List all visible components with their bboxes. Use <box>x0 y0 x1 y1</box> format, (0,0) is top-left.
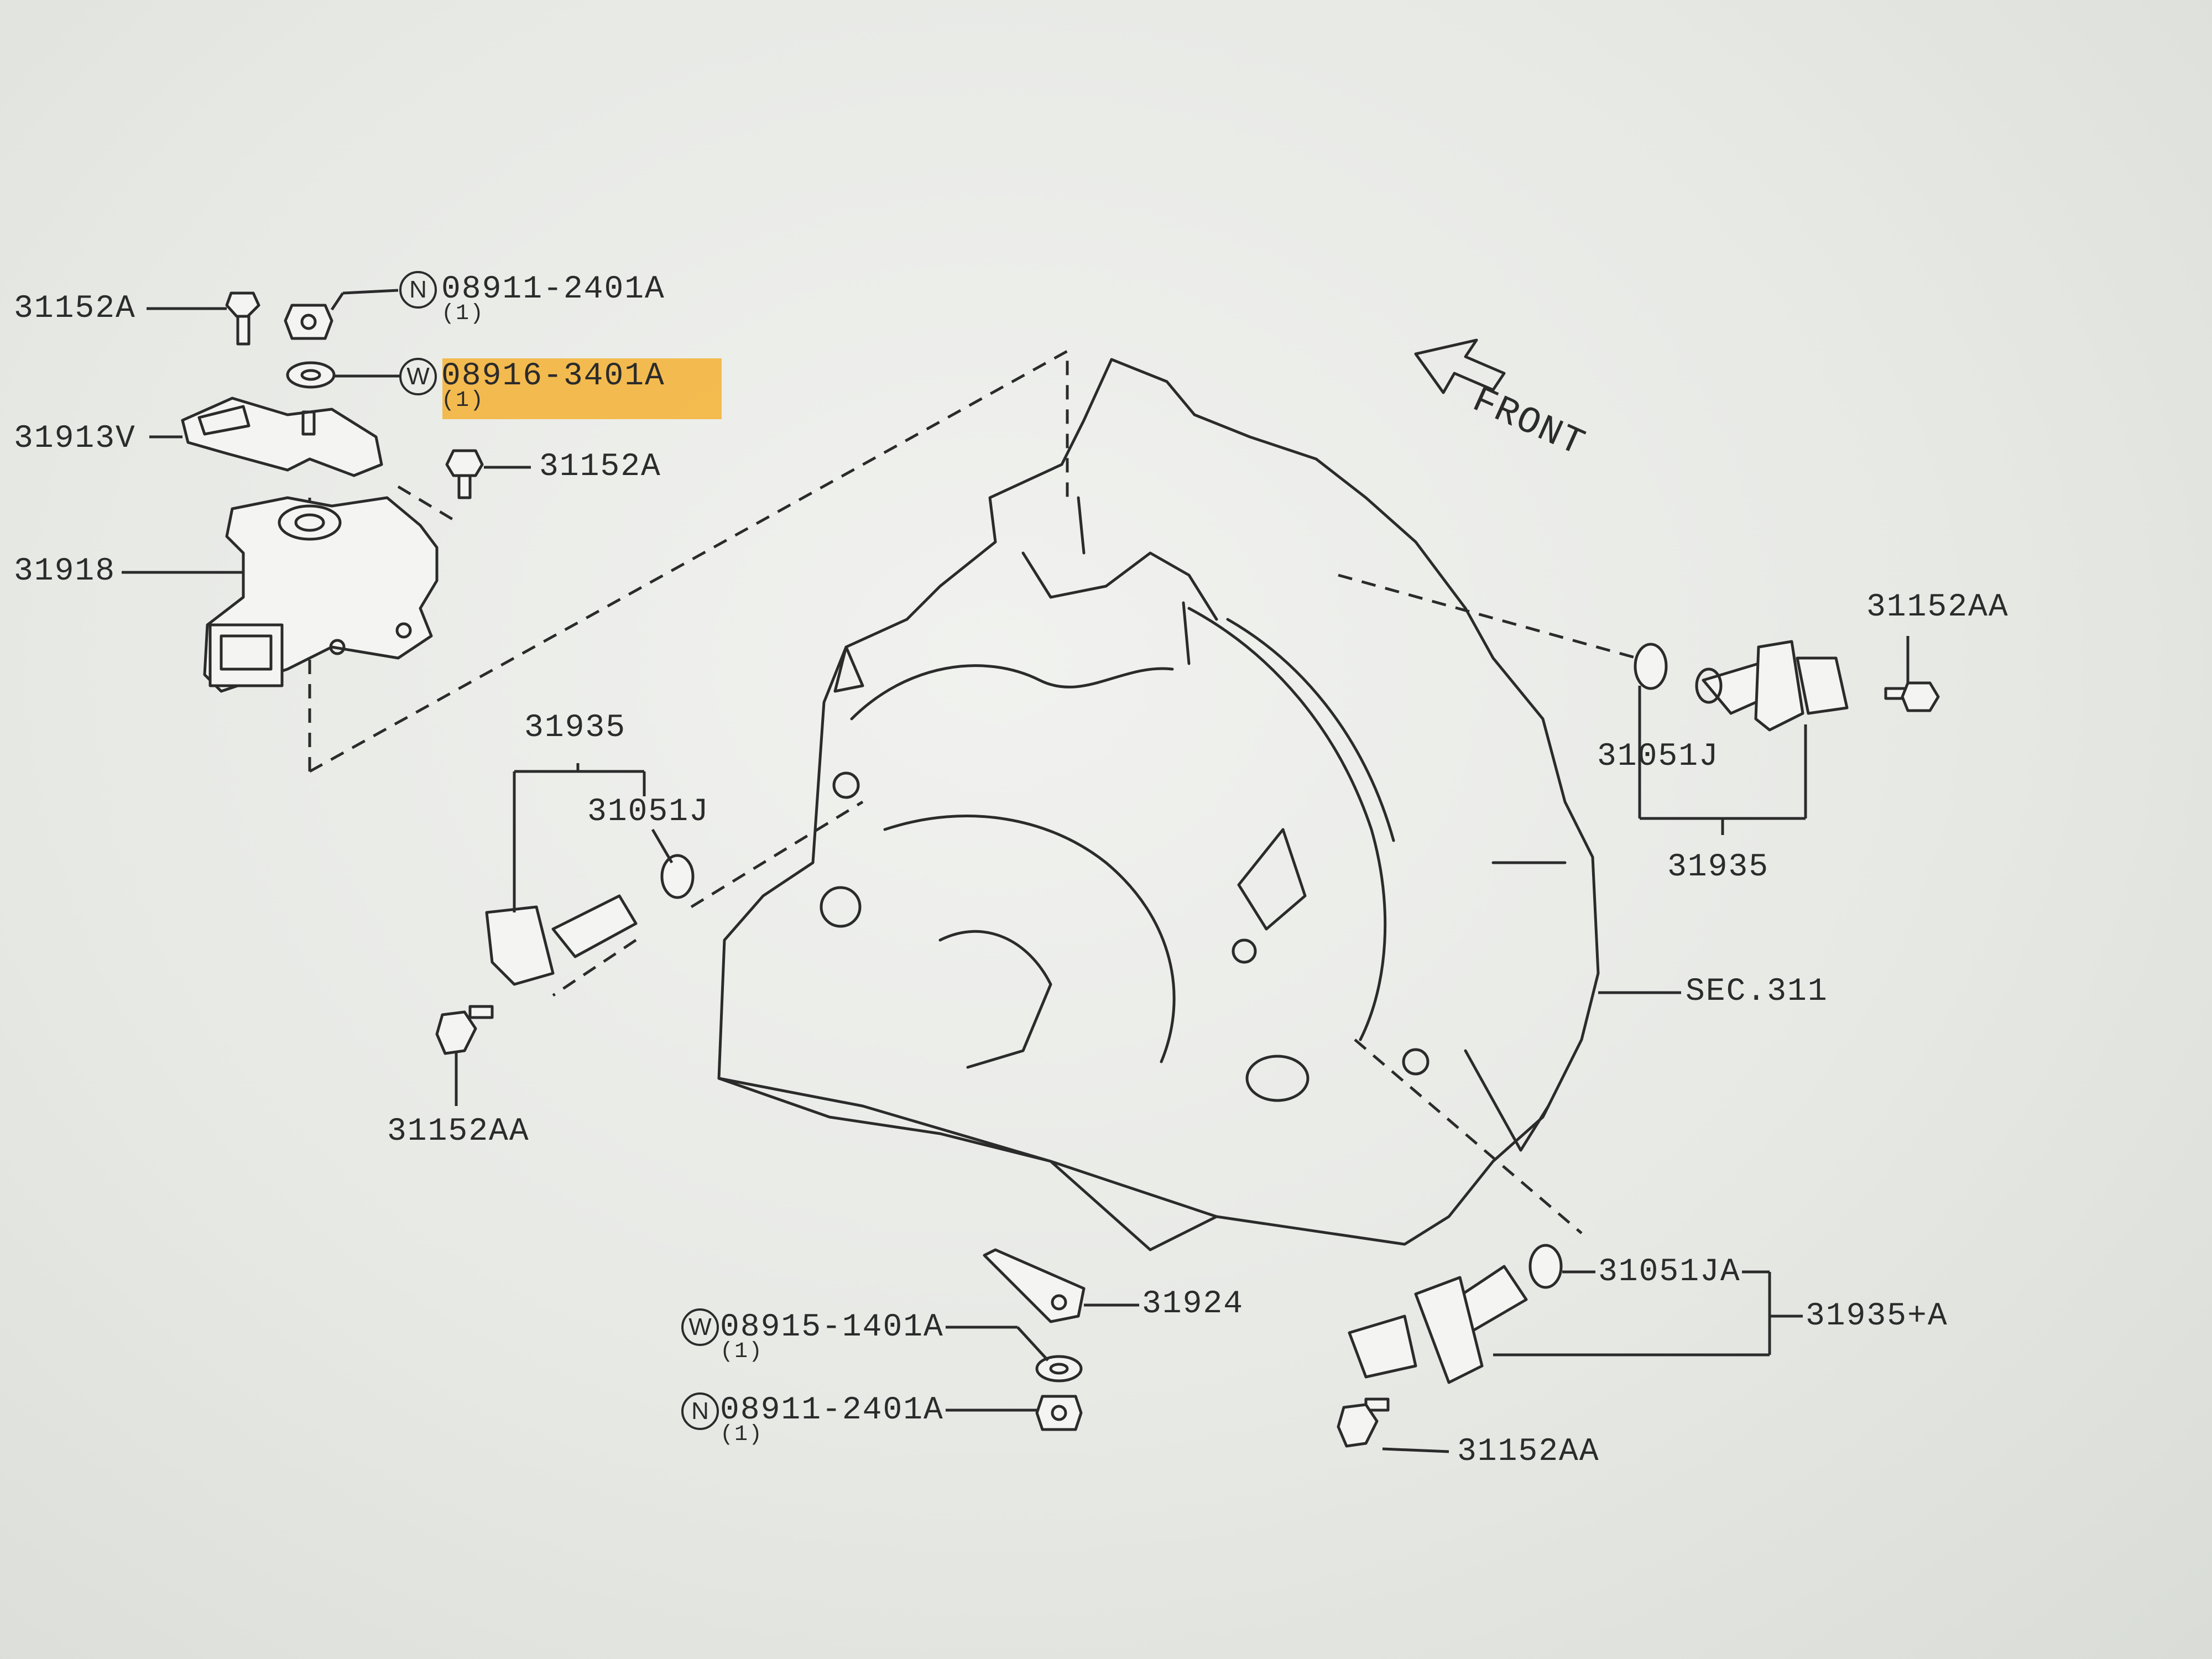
speed-sensor-31935a-bottom <box>1348 1265 1528 1384</box>
bolt-31152aa-bottom <box>1337 1397 1390 1448</box>
label-oring-left[interactable]: 31051J <box>587 794 709 830</box>
label-bolt-top-left[interactable]: 31152A <box>14 291 136 327</box>
label-washer-top-qty: (1) <box>441 388 485 413</box>
label-bolt-bottom[interactable]: 31152AA <box>1457 1434 1600 1470</box>
label-washer-top[interactable]: 08916-3401A <box>441 358 665 394</box>
washer-08915-bottom <box>1035 1355 1083 1383</box>
nut-08911-top <box>284 304 333 340</box>
label-oring-right[interactable]: 31051J <box>1597 739 1719 775</box>
label-nut-top-qty: (1) <box>441 301 485 326</box>
label-oring-bottom[interactable]: 31051JA <box>1598 1254 1741 1290</box>
oring-31051j-right <box>1634 643 1668 690</box>
label-section-reference[interactable]: SEC.311 <box>1686 974 1828 1010</box>
washer-reference-badge-top: W <box>399 358 437 395</box>
speed-sensor-31935-left <box>485 894 638 986</box>
label-nut-bottom-qty: (1) <box>720 1422 764 1447</box>
transmission-housing <box>717 358 1600 1251</box>
nut-reference-badge-top: N <box>399 271 437 309</box>
oring-31051ja-bottom <box>1528 1244 1563 1289</box>
label-nut-top[interactable]: 08911-2401A <box>441 272 665 307</box>
label-washer-bottom-qty: (1) <box>720 1339 764 1364</box>
bolt-31152a-top-left <box>225 291 260 346</box>
washer-reference-badge-bottom: W <box>681 1308 719 1346</box>
label-switch[interactable]: 31918 <box>14 554 116 589</box>
highlighted-part-marker <box>442 358 722 419</box>
bolt-31152a-top-right <box>445 449 484 499</box>
label-sensor-bottom[interactable]: 31935+A <box>1806 1298 1948 1334</box>
label-bracket[interactable]: 31913V <box>14 421 136 457</box>
label-washer-bottom[interactable]: 08915-1401A <box>720 1310 944 1345</box>
label-nut-bottom[interactable]: 08911-2401A <box>720 1392 944 1428</box>
nut-reference-badge-bottom: N <box>681 1392 719 1430</box>
nut-08911-bottom <box>1035 1395 1083 1431</box>
label-bolt-top-right[interactable]: 31152A <box>539 449 661 485</box>
washer-08916-top <box>286 361 336 389</box>
leader-lines <box>122 289 1910 1453</box>
label-sensor-right[interactable]: 31935 <box>1667 849 1770 885</box>
label-lever[interactable]: 31924 <box>1142 1286 1244 1322</box>
bracket-31913v <box>181 397 383 477</box>
label-sensor-left[interactable]: 31935 <box>524 710 627 746</box>
bolt-31152aa-right <box>1884 681 1940 712</box>
manual-lever-31924 <box>983 1248 1086 1323</box>
oring-31051j-left <box>660 854 695 899</box>
speed-sensor-31935-right <box>1695 640 1849 732</box>
assembly-guide-lines <box>308 348 1637 1234</box>
label-bolt-left[interactable]: 31152AA <box>387 1114 530 1150</box>
position-switch-31918 <box>203 496 439 693</box>
bolt-31152aa-left <box>435 1005 494 1055</box>
front-arrow-icon <box>1414 338 1506 394</box>
label-bolt-right[interactable]: 31152AA <box>1866 589 2009 625</box>
